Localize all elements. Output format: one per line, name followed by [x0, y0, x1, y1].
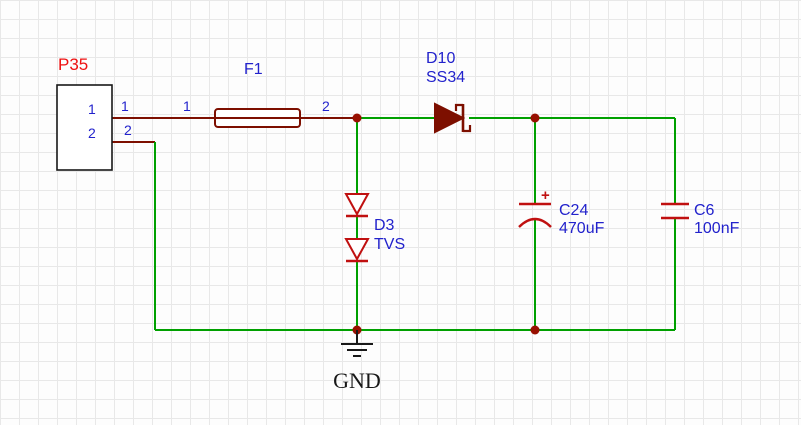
cap-c24-value: 470uF: [559, 220, 605, 237]
connector-pin1-name: 1: [88, 101, 96, 117]
cap-c6-value: 100nF: [694, 220, 740, 237]
cap-c24-refdes: C24: [559, 202, 588, 219]
cap-c6-refdes: C6: [694, 202, 715, 219]
connector-body: [56, 84, 113, 171]
cap-c24-bottom-plate-curved: [518, 217, 552, 228]
connector-pin2-number: 2: [124, 122, 132, 138]
ground-net-label: GND: [333, 368, 381, 393]
diode-refdes: D10: [426, 50, 455, 67]
connector-pin1-number: 1: [121, 98, 129, 114]
fuse-pin2-number: 2: [322, 98, 330, 114]
capacitor-c24: + C24 470uF: [518, 187, 605, 237]
ground-symbol: GND: [333, 330, 381, 393]
junction-dot: [530, 325, 540, 335]
cap-c24-polarity-mark: +: [541, 187, 550, 204]
fuse-f1: F1 1 2: [183, 61, 330, 128]
connector-pin2-name: 2: [88, 125, 96, 141]
net-gnd-wires: [154, 142, 675, 331]
diode-triangle: [434, 102, 466, 134]
capacitor-c6: C6 100nF: [661, 202, 740, 237]
fuse-pin1-number: 1: [183, 98, 191, 114]
connector-p35: P35 1 2 1 2: [56, 55, 132, 171]
diode-d10: D10 SS34: [426, 50, 472, 134]
tvs-diode-d3: D3 TVS: [344, 193, 405, 263]
diode-schottky-hook-bottom: [463, 125, 472, 133]
tvs-part-label: TVS: [374, 236, 405, 253]
tvs-refdes: D3: [374, 217, 395, 234]
net-vbus-wires: [356, 117, 676, 330]
connector-refdes: P35: [58, 55, 88, 74]
tvs-triangle-top: [344, 193, 370, 217]
diode-schottky-hook-top: [454, 103, 463, 111]
junction-dot: [530, 113, 540, 123]
junction-dot: [352, 113, 362, 123]
diode-part-number: SS34: [426, 69, 465, 86]
fuse-refdes: F1: [244, 61, 263, 78]
tvs-triangle-bottom: [344, 238, 370, 262]
